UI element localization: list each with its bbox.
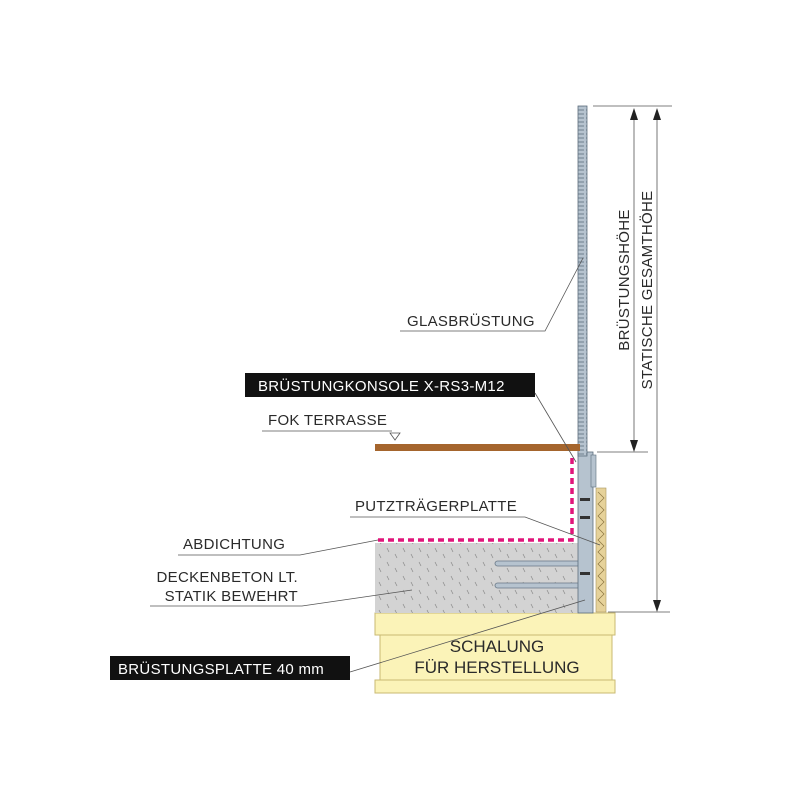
waterproofing-membrane [378, 456, 574, 542]
console-label-box [245, 373, 535, 397]
dimension-lines [593, 105, 672, 613]
fok-label: FOK TERRASSE [268, 412, 387, 429]
formwork-label-2: FÜR HERSTELLUNG [414, 658, 579, 677]
railing-height-label: BRÜSTUNGSHÖHE [615, 209, 633, 350]
formwork [374, 612, 616, 694]
console-label: BRÜSTUNGKONSOLE X-RS3-M12 [258, 377, 505, 395]
bracket-clamp [590, 454, 597, 488]
concrete-slab [375, 543, 580, 613]
plaster-base-board [595, 487, 607, 613]
concrete-label-2: STATIK BEWEHRT [165, 588, 298, 605]
putz-label: PUTZTRÄGERPLATTE [355, 498, 517, 515]
level-marker-icon [389, 432, 401, 441]
glass-panel [577, 105, 588, 457]
formwork-label-1: SCHALUNG [450, 637, 544, 656]
terrace-deck [375, 444, 580, 451]
screws [580, 498, 590, 575]
seal-label: ABDICHTUNG [183, 536, 285, 553]
plate-label-box [110, 656, 350, 680]
total-height-label: STATISCHE GESAMTHÖHE [638, 191, 656, 390]
glass-label: GLASBRÜSTUNG [407, 312, 535, 330]
concrete-label-1: DECKENBETON LT. [157, 569, 298, 586]
plate-label: BRÜSTUNGSPLATTE 40 mm [118, 660, 324, 678]
